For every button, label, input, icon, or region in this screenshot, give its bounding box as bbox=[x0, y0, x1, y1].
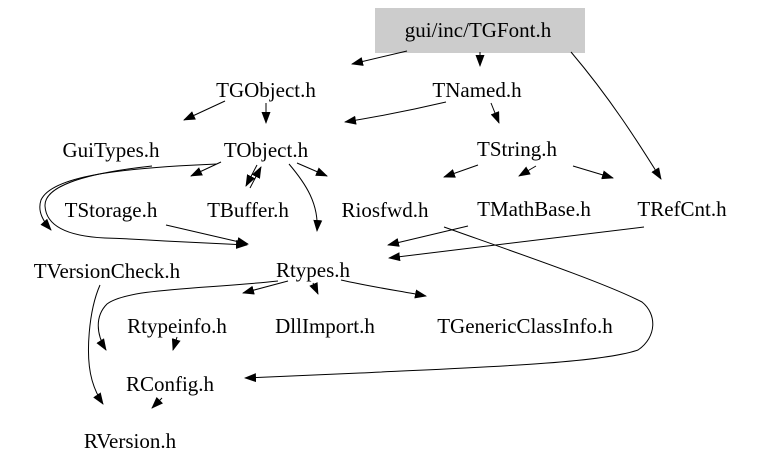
node-tbuffer: TBuffer.h bbox=[207, 198, 289, 222]
node-guitypes: GuiTypes.h bbox=[62, 138, 160, 162]
node-tstorage: TStorage.h bbox=[65, 198, 158, 222]
edge-tgfont-trefcnt bbox=[570, 51, 662, 180]
node-trefcnt: TRefCnt.h bbox=[637, 197, 727, 221]
node-rtypes: Rtypes.h bbox=[276, 258, 351, 282]
nodes: gui/inc/TGFont.h TGObject.h TNamed.h Gui… bbox=[34, 18, 727, 453]
edge-tnamed-tstring bbox=[490, 102, 500, 124]
edge-tstorage-rtypes bbox=[165, 224, 249, 246]
edge-tgobject-guitypes bbox=[183, 100, 226, 121]
node-rtypeinfo: Rtypeinfo.h bbox=[127, 314, 227, 338]
edge-tmathbase-rtypes bbox=[387, 225, 469, 247]
edge-tstring-riosfwd bbox=[443, 164, 479, 178]
edge-trefcnt-rtypes bbox=[388, 226, 645, 262]
node-tnamed: TNamed.h bbox=[432, 78, 522, 102]
node-tstring: TString.h bbox=[477, 137, 557, 161]
edge-tobject-tbuffer bbox=[245, 164, 258, 187]
edge-tobject-rtypes bbox=[288, 163, 323, 232]
node-tgobject: TGObject.h bbox=[216, 78, 316, 102]
edge-tstring-trefcnt bbox=[572, 165, 614, 180]
edge-tobject-tversioncheck bbox=[39, 163, 218, 231]
edge-tbuffer-tobject bbox=[249, 166, 262, 189]
highlighted-node-box bbox=[375, 8, 585, 53]
edge-rtypes-tgenericclassinfo bbox=[340, 279, 427, 299]
node-riosfwd: Riosfwd.h bbox=[342, 198, 429, 222]
edge-rtypes-rconfig bbox=[96, 280, 279, 351]
node-tgenericclassinfo: TGenericClassInfo.h bbox=[437, 314, 613, 338]
node-rversion: RVersion.h bbox=[84, 429, 177, 453]
edge-tversioncheck-rversion bbox=[88, 284, 104, 405]
edge-tobject-riosfwd bbox=[296, 162, 328, 177]
node-tobject: TObject.h bbox=[224, 138, 309, 162]
edge-rtypes-dllimport bbox=[309, 282, 319, 295]
node-tversioncheck: TVersionCheck.h bbox=[34, 259, 181, 283]
edge-riosfwd-rconfig bbox=[244, 226, 654, 383]
node-rconfig: RConfig.h bbox=[126, 372, 215, 396]
edge-rconfig-rversion bbox=[151, 397, 163, 409]
edge-guitypes-rtypes bbox=[44, 165, 248, 249]
edge-tstring-tmathbase bbox=[518, 165, 537, 177]
node-tgfont: gui/inc/TGFont.h bbox=[405, 18, 552, 42]
edge-tgfont-tgobject bbox=[351, 50, 408, 66]
node-dllimport: DllImport.h bbox=[275, 314, 375, 338]
edge-rtypes-rtypeinfo bbox=[242, 280, 289, 295]
edge-tnamed-tobject bbox=[344, 101, 447, 125]
edges bbox=[39, 50, 662, 409]
node-tmathbase: TMathBase.h bbox=[477, 197, 591, 221]
edge-rtypeinfo-rconfig bbox=[171, 336, 181, 351]
